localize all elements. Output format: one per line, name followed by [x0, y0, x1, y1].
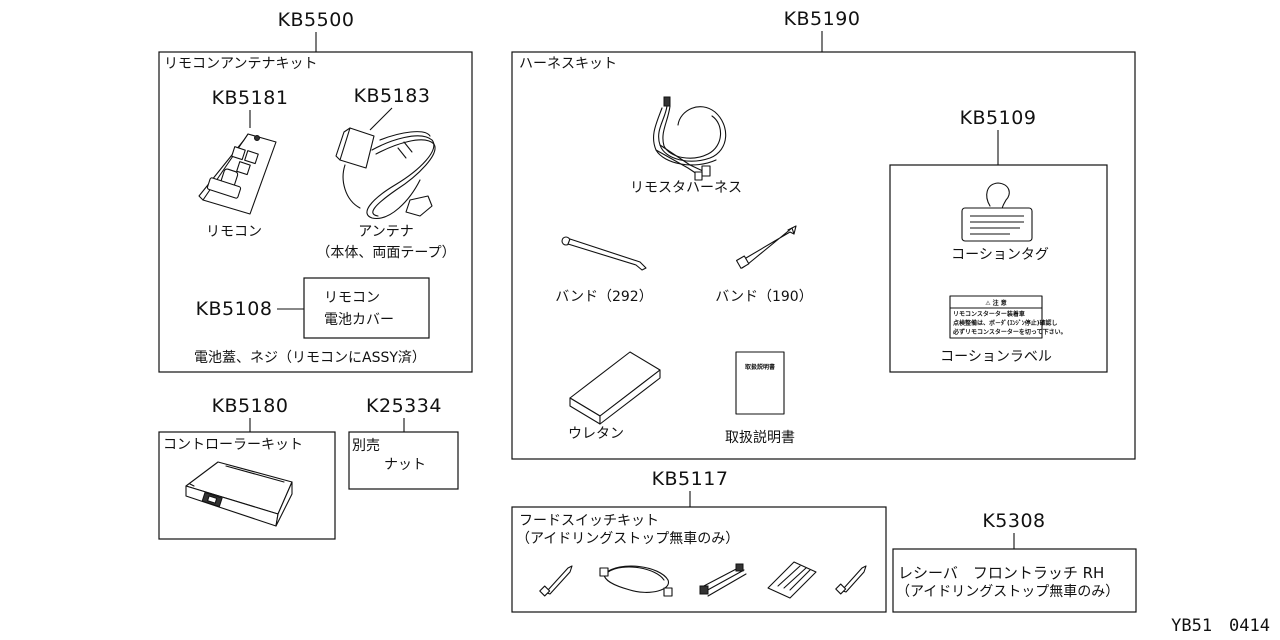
hood-switch-pad-icon: [767, 561, 817, 599]
harness-kit-part-number: KB5190: [784, 8, 861, 30]
band-190-icon: [735, 225, 797, 269]
antenna-leader: [369, 107, 393, 131]
antenna-icon: [335, 127, 436, 219]
band-190-label: バンド（190）: [715, 289, 812, 305]
caution-tag-label: コーションタグ: [951, 247, 1049, 263]
harness-kit-title: ハーネスキット: [519, 56, 617, 72]
remote-kit-note: 電池蓋、ネジ（リモコンにASSY済）: [194, 350, 426, 366]
antenna-sublabel: （本体、両面テープ）: [316, 245, 455, 261]
controller-kit-part-number: KB5180: [212, 395, 289, 417]
starter-harness-label: リモスタハーネス: [630, 180, 742, 196]
hood-switch-kit-title: フードスイッチキット: [519, 513, 659, 529]
remote-kit-title: リモコンアンテナキット: [164, 56, 317, 72]
hood-switch-connector-icon: [699, 563, 747, 597]
antenna-label: アンテナ: [358, 224, 413, 240]
nut-box: [348, 431, 459, 490]
remote-kit-box: [158, 51, 473, 373]
starter-harness-icon: [653, 96, 727, 181]
battery-cover-part-number: KB5108: [196, 298, 273, 320]
band-292-icon: [561, 236, 647, 271]
remote-fob-icon: [198, 133, 277, 215]
band-292-label: バンド（292）: [555, 289, 652, 305]
manual-cover-text: 取扱説明書: [745, 363, 775, 371]
caution-label-header: ⚠ 注 意: [985, 299, 1007, 307]
caution-kit-box: [889, 164, 1108, 373]
controller-kit-title: コントローラーキット: [163, 437, 303, 453]
receiver-part-number: K5308: [982, 510, 1045, 532]
receiver-line2: （アイドリングストップ無車のみ）: [896, 583, 1119, 600]
caution-label-line2: 点検整備は、ボ－ﾀﾞ(ｴﾝｼﾞﾝ停止)確認し: [953, 319, 1058, 327]
caution-kit-part-number: KB5109: [960, 107, 1037, 129]
caution-label-icon: ⚠ 注 意 リモコンスターター装着車 点検整備は、ボ－ﾀﾞ(ｴﾝｼﾞﾝ停止)確認…: [949, 295, 1067, 339]
remote-part-number: KB5181: [212, 87, 289, 109]
diagram-code: YB51 0414: [1171, 616, 1270, 636]
remote-label: リモコン: [206, 224, 262, 240]
hood-band-icon: [539, 565, 573, 597]
controller-kit-box: [158, 431, 336, 540]
hood-switch-kit-subtitle: （アイドリングストップ無車のみ）: [516, 530, 739, 547]
caution-tag-icon: [961, 182, 1033, 242]
battery-cover-line2: 電池カバー: [324, 312, 394, 328]
manual-icon: 取扱説明書: [735, 351, 785, 415]
hood-switch-kit-box: [511, 506, 887, 613]
battery-cover-line1: リモコン: [324, 290, 380, 306]
hood-switch-harness-icon: [599, 565, 673, 597]
controller-unit-icon: [185, 461, 293, 527]
antenna-part-number: KB5183: [354, 85, 431, 107]
remote-kit-part-number: KB5500: [278, 9, 355, 31]
urethane-label: ウレタン: [568, 426, 624, 442]
nut-line2: ナット: [384, 457, 426, 473]
nut-line1: 別売: [352, 438, 380, 454]
urethane-icon: [569, 351, 661, 425]
battery-cover-box: [303, 277, 430, 339]
caution-label-line1: リモコンスターター装着車: [953, 310, 1025, 318]
caution-label-label: コーションラベル: [940, 349, 1052, 365]
hood-switch-kit-part-number: KB5117: [652, 468, 729, 490]
receiver-box: [892, 548, 1137, 613]
nut-part-number: K25334: [366, 395, 442, 417]
manual-label: 取扱説明書: [725, 430, 795, 446]
harness-kit-box: [511, 51, 1136, 460]
caution-label-line3: 必ずリモコンスターターを切って下さい。: [952, 328, 1067, 336]
receiver-line1: レシーバ フロントラッチ RH: [898, 564, 1104, 582]
hood-switch-band-icon: [835, 565, 867, 595]
